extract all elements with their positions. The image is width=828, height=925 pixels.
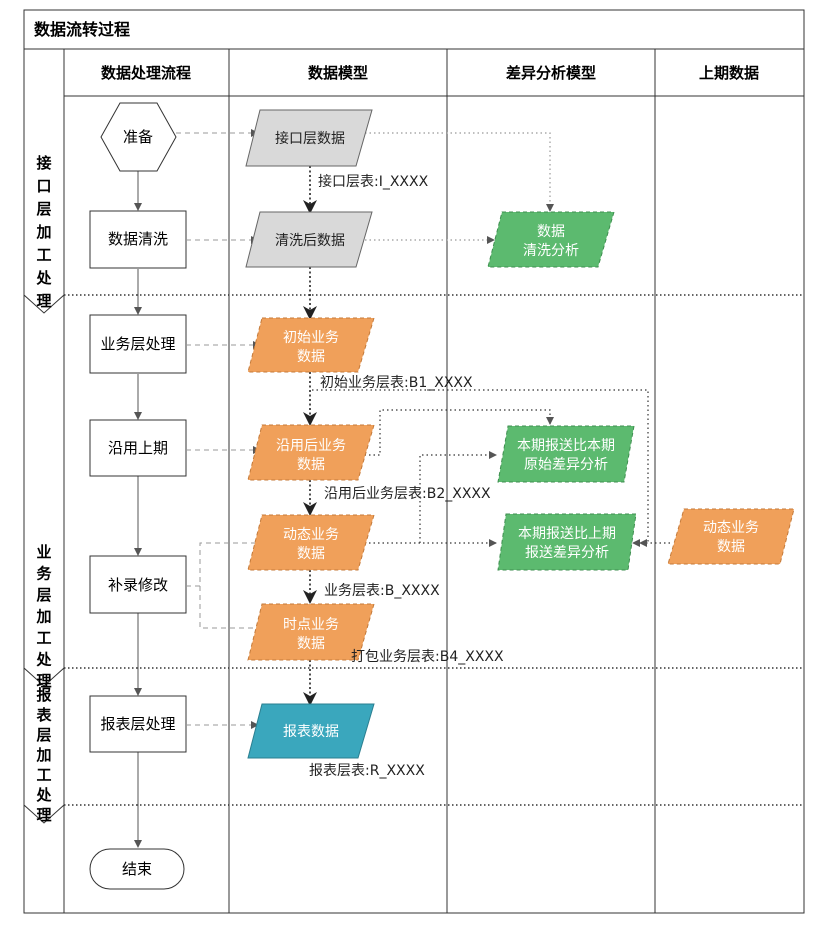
initial-data-label-2: 数据 xyxy=(297,349,325,365)
lane-chevron-report xyxy=(23,686,65,824)
interface-data-shape xyxy=(245,109,373,167)
prepare-label: 准备 xyxy=(123,128,153,146)
report-label: 报表层处理 xyxy=(100,715,175,733)
inherited-data-shape xyxy=(247,424,375,481)
lane-label-text: 报表层加工处理 xyxy=(35,686,52,824)
table-report-label: 报表层表:R_XXXX xyxy=(309,763,425,779)
lane-chevron-business xyxy=(23,313,65,687)
clean-node xyxy=(89,210,187,269)
supplement-label: 补录修改 xyxy=(108,576,168,594)
table-interface-label: 接口层表:I_XXXX xyxy=(318,173,429,190)
column-header-model: 数据模型 xyxy=(308,64,368,82)
previous-dynamic-shape xyxy=(667,508,795,565)
column-header-process: 数据处理流程 xyxy=(101,64,191,82)
clean-analysis-label-2: 清洗分析 xyxy=(523,243,579,259)
inherited-data-label-1: 沿用后业务 xyxy=(276,438,346,454)
timepoint-data-label-2: 数据 xyxy=(297,636,325,652)
table-inherited-label: 沿用后业务层表:B2_XXXX xyxy=(324,486,491,502)
lane-label-text: 接口层加工处理 xyxy=(35,154,52,310)
page-title: 数据流转过程 xyxy=(34,20,130,39)
link-inherited-origanalysis xyxy=(360,409,554,456)
prev-analysis-label-1: 本期报送比上期 xyxy=(518,526,616,542)
orig-analysis-shape xyxy=(497,425,635,483)
column-header-analysis: 差异分析模型 xyxy=(506,64,596,82)
clean-analysis-label-1: 数据 xyxy=(537,224,565,240)
table-business-label: 业务层表:B_XXXX xyxy=(324,583,440,599)
business-label: 业务层处理 xyxy=(100,335,175,353)
previous-dynamic-label-1: 动态业务 xyxy=(703,520,759,536)
lane-label-report: 报表层加工处理 xyxy=(35,686,52,824)
link-supplement-timepoint xyxy=(199,586,269,632)
prepare-node xyxy=(100,102,177,172)
previous-dynamic-label-2: 数据 xyxy=(717,539,745,555)
lane-label-interface: 接口层加工处理 xyxy=(35,154,52,310)
business-node xyxy=(89,314,187,374)
interface-data-label: 接口层数据 xyxy=(275,130,345,147)
clean-label: 数据清洗 xyxy=(108,230,168,248)
report-node xyxy=(89,695,187,753)
initial-data-shape xyxy=(247,317,375,373)
prev-analysis-label-2: 报送差异分析 xyxy=(525,545,609,561)
inherit-label: 沿用上期 xyxy=(108,439,168,457)
lane-chevron-interface xyxy=(23,49,65,314)
prev-analysis-shape xyxy=(497,513,637,571)
link-interface-cleananalysis xyxy=(356,132,554,212)
end-label: 结束 xyxy=(122,860,152,878)
report-data-label: 报表数据 xyxy=(283,724,339,740)
dynamic-data-label-1: 动态业务 xyxy=(283,527,339,543)
table-initial-label: 初始业务层表:B1_XXXX xyxy=(320,374,473,391)
inherited-data-label-2: 数据 xyxy=(297,457,325,473)
report-data-shape xyxy=(247,703,375,759)
dynamic-data-shape xyxy=(247,514,375,571)
clean-analysis-shape xyxy=(487,211,615,268)
inherit-node xyxy=(89,419,187,477)
table-packed-label: 打包业务层表:B4_XXXX xyxy=(351,648,504,665)
orig-analysis-label-1: 本期报送比本期 xyxy=(517,438,615,454)
cleaned-data-shape xyxy=(245,211,373,268)
lane-label-text: 业务层加工处理 xyxy=(35,543,52,690)
timepoint-data-shape xyxy=(247,603,375,661)
column-header-previous: 上期数据 xyxy=(699,64,759,82)
lane-label-business: 业务层加工处理 xyxy=(35,543,52,690)
timepoint-data-label-1: 时点业务 xyxy=(283,617,339,633)
dynamic-data-label-2: 数据 xyxy=(297,546,325,562)
cleaned-data-label: 清洗后数据 xyxy=(275,233,345,249)
initial-data-label-1: 初始业务 xyxy=(283,329,339,346)
end-node xyxy=(89,848,185,890)
supplement-node xyxy=(89,555,187,614)
orig-analysis-label-2: 原始差异分析 xyxy=(524,457,608,473)
link-supplement-dynamic xyxy=(186,539,269,587)
